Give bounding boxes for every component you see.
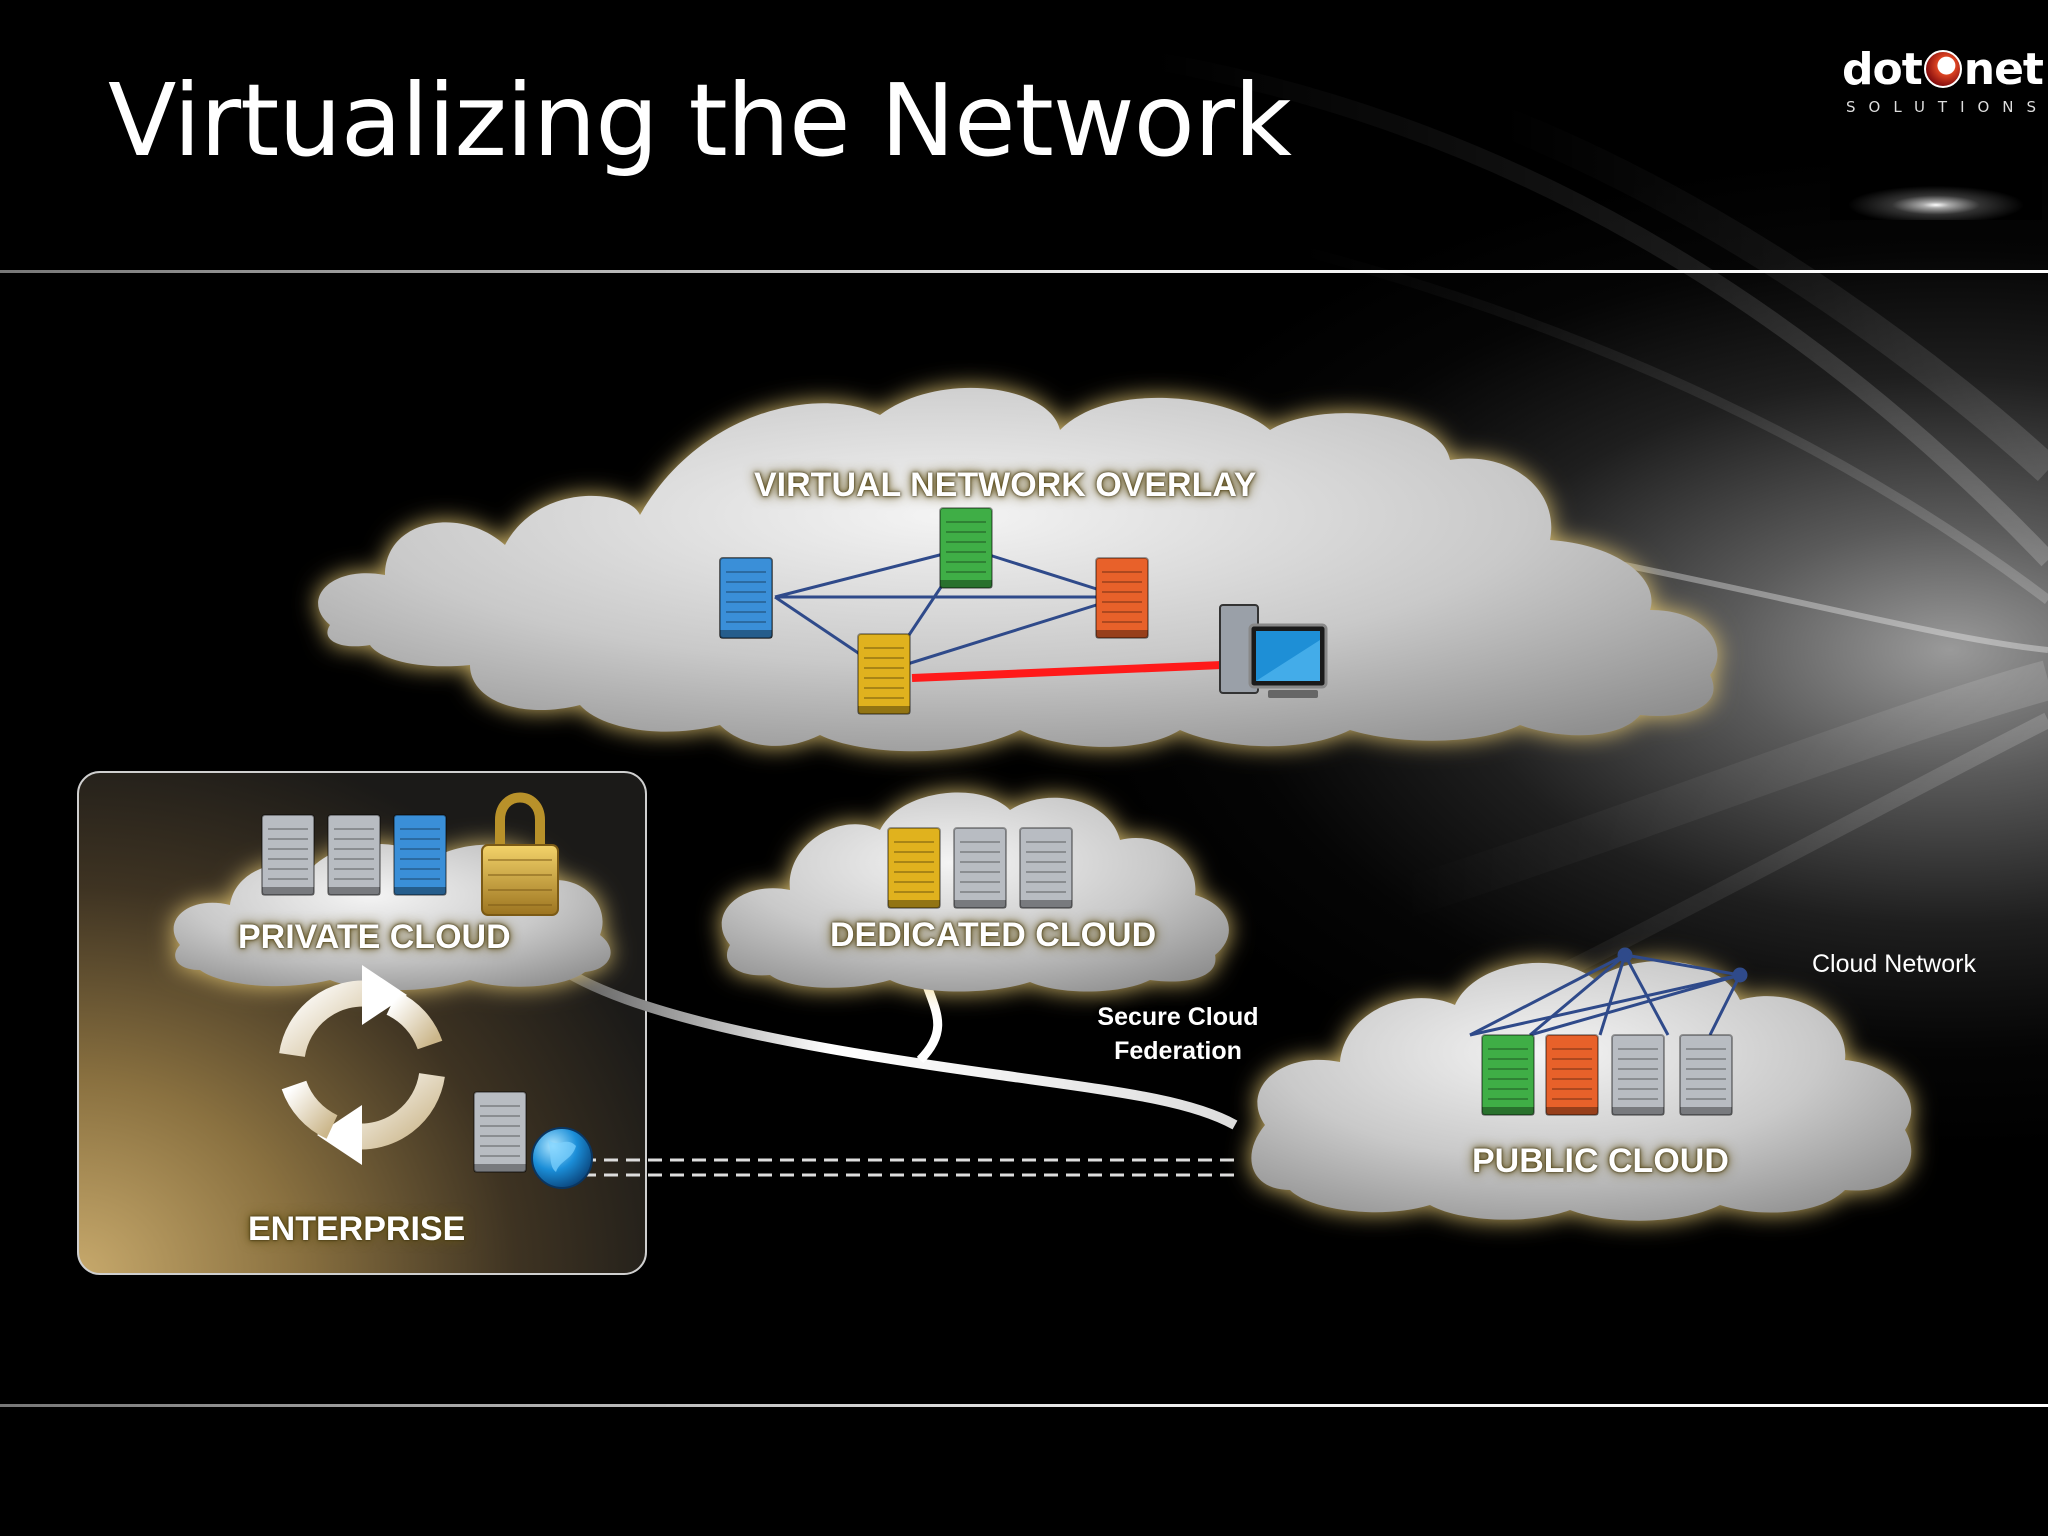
secure-federation-label: Secure Cloud Federation [1090,1000,1266,1068]
slide-title: Virtualizing the Network [108,62,1292,179]
public-server-orange [1545,1034,1599,1116]
secure-federation-label-line2: Federation [1114,1037,1242,1065]
logo-tagline: SOLUTIONS [1846,98,2048,116]
dedicated-server-gray-1 [953,827,1007,909]
logo-globe-icon [1923,50,1962,88]
secure-federation-link [557,963,1238,1130]
enterprise-label: ENTERPRISE [248,1210,466,1248]
overlay-server-yellow [857,633,911,715]
private-server-1 [261,814,315,896]
workstation-computer-icon [1219,604,1328,698]
public-server-gray-2 [1679,1034,1733,1116]
overlay-label: VIRTUAL NETWORK OVERLAY [754,466,1257,504]
overlay-server-green [939,507,993,589]
logo-word-left: dot [1842,44,1923,95]
public-server-gray-1 [1611,1034,1665,1116]
private-server-3 [393,814,447,896]
public-cloud-label: PUBLIC CLOUD [1472,1142,1729,1180]
enterprise-server [473,1091,527,1173]
footer-divider [0,1404,2048,1407]
overlay-server-orange [1095,557,1149,639]
dedicated-cloud-label: DEDICATED CLOUD [830,916,1157,954]
dedicated-cloud-connector [916,978,943,1064]
overlay-server-blue-body [719,557,773,639]
overlay-cloud [318,387,1718,752]
public-server-green [1481,1034,1535,1116]
logo-word-right: net [1963,44,2044,95]
refresh-cycle-icon [279,965,445,1165]
secure-federation-label-line1: Secure Cloud [1097,1003,1259,1031]
dedicated-server-gray-2 [1019,827,1073,909]
public-cloud-network-links [1469,947,1748,1037]
header-divider [0,270,2048,273]
private-cloud-label: PRIVATE CLOUD [238,918,511,956]
globe-icon [531,1127,593,1189]
dedicated-server-yellow [887,827,941,909]
padlock-icon [481,792,559,916]
private-server-2 [327,814,381,896]
cloud-network-label: Cloud Network [1812,950,1976,978]
overlay-highlight-link [911,661,1223,682]
